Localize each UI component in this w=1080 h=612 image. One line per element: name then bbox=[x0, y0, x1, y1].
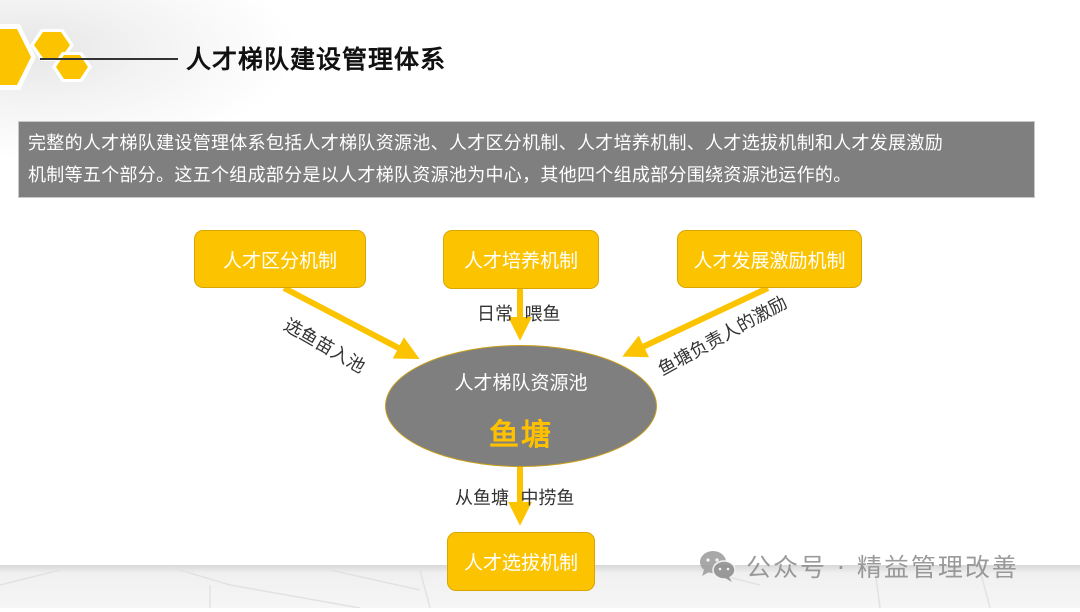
arrow-differentiation-to-pond bbox=[282, 285, 420, 360]
center-talent-pool-ellipse: 人才梯队资源池 鱼塘 bbox=[385, 345, 657, 467]
wechat-icon bbox=[700, 551, 736, 582]
watermark-text: 公众号 · 精益管理改善 bbox=[746, 553, 1019, 582]
honeycomb-hexagons-icon bbox=[0, 24, 92, 90]
node-label: 人才培养机制 bbox=[463, 250, 578, 272]
node-talent-differentiation: 人才区分机制 bbox=[194, 230, 366, 288]
title-divider-line bbox=[40, 58, 178, 60]
edge-label-selection: 从鱼塘 中捞鱼 bbox=[455, 488, 575, 509]
arrow-incentive-to-pond bbox=[622, 285, 770, 358]
node-label: 人才发展激励机制 bbox=[693, 249, 846, 272]
description-box: 完整的人才梯队建设管理体系包括人才梯队资源池、人才区分机制、人才培养机制、人才选… bbox=[18, 121, 1035, 198]
node-talent-incentive: 人才发展激励机制 bbox=[677, 230, 862, 288]
pool-subtitle: 鱼塘 bbox=[489, 418, 553, 453]
node-talent-selection: 人才选拔机制 bbox=[447, 532, 595, 591]
node-talent-training: 人才培养机制 bbox=[443, 230, 599, 289]
edge-label-training: 日常 喂鱼 bbox=[477, 304, 561, 325]
description-line-1: 完整的人才梯队建设管理体系包括人才梯队资源池、人才区分机制、人才培养机制、人才选… bbox=[28, 133, 943, 154]
node-label: 人才区分机制 bbox=[222, 249, 337, 272]
watermark: 公众号 · 精益管理改善 bbox=[698, 548, 1019, 584]
node-label: 人才选拔机制 bbox=[463, 552, 578, 574]
description-line-2: 机制等五个部分。这五个组成部分是以人才梯队资源池为中心，其他四个组成部分围绕资源… bbox=[28, 165, 852, 186]
pool-title: 人才梯队资源池 bbox=[454, 372, 588, 394]
page-title: 人才梯队建设管理体系 bbox=[186, 45, 447, 74]
